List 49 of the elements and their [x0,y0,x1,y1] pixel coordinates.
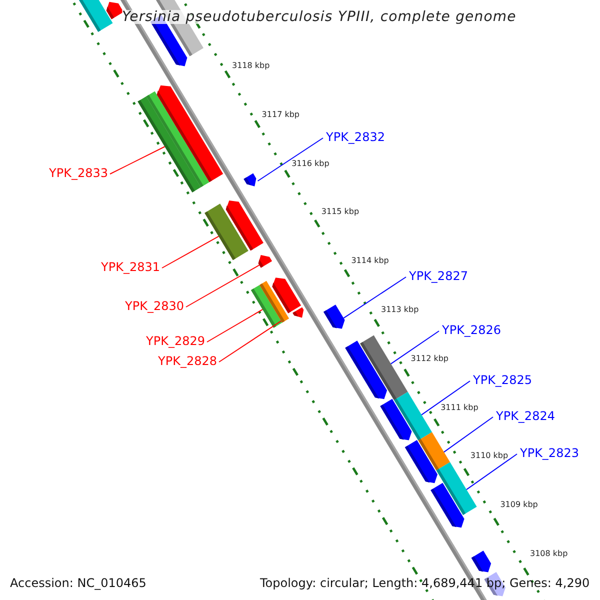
gene-label: YPK_2830 [125,300,184,312]
gene-label: YPK_2826 [442,324,501,336]
scale-label: 3109 kbp [500,501,538,510]
gene-block [244,173,256,186]
leader-line [162,236,220,268]
gene-block [404,440,438,484]
gene-block [156,85,224,182]
gene-label: YPK_2827 [409,270,468,282]
gene-block [106,2,124,20]
scale-label: 3112 kbp [410,354,448,363]
gene-label: YPK_2823 [520,447,579,459]
gene-block [471,550,492,572]
scale-label: 3108 kbp [530,550,568,558]
scale-label: 3118 kbp [232,62,270,70]
scale-label: 3110 kbp [470,452,508,460]
scale-label: 3113 kbp [381,306,419,314]
gene-label: YPK_2833 [49,167,108,179]
gene-label: YPK_2832 [326,131,385,143]
gene-block [272,278,302,314]
leader-line [257,138,324,182]
gene-block [484,572,506,596]
accession-text: Accession: NC_010465 [9,576,148,590]
gene-block [226,200,264,251]
leader-line [466,454,518,490]
scale-label: 3117 kbp [262,110,300,119]
gene-label: YPK_2831 [101,261,160,273]
gene-block [258,255,272,268]
scale-label: 3111 kbp [440,404,478,412]
leader-line [443,416,494,453]
leader-line [421,380,470,416]
gene-block [380,398,412,440]
genome-summary-text: Topology: circular; Length: 4,689,441 bp; Genes: 4,290 [259,576,591,590]
gene-block [430,482,464,528]
leader-line [218,320,282,362]
map-title: Yersinia pseudotuberculosis YPIII, complete genome [122,10,516,24]
gene-block [324,304,345,329]
gene-label: YPK_2825 [473,374,532,386]
gene-label: YPK_2828 [158,355,217,367]
gene-label: YPK_2829 [146,335,205,347]
scale-label: 3114 kbp [351,257,389,266]
leader-line [186,264,260,308]
scale-label: 3116 kbp [292,160,330,168]
gene-label: YPK_2824 [496,410,555,422]
leader-line [390,330,440,364]
scale-label: 3115 kbp [321,208,360,216]
leader-line [206,308,264,342]
gene-block [345,340,388,400]
leader-line [343,276,406,319]
gene-block [292,307,304,318]
